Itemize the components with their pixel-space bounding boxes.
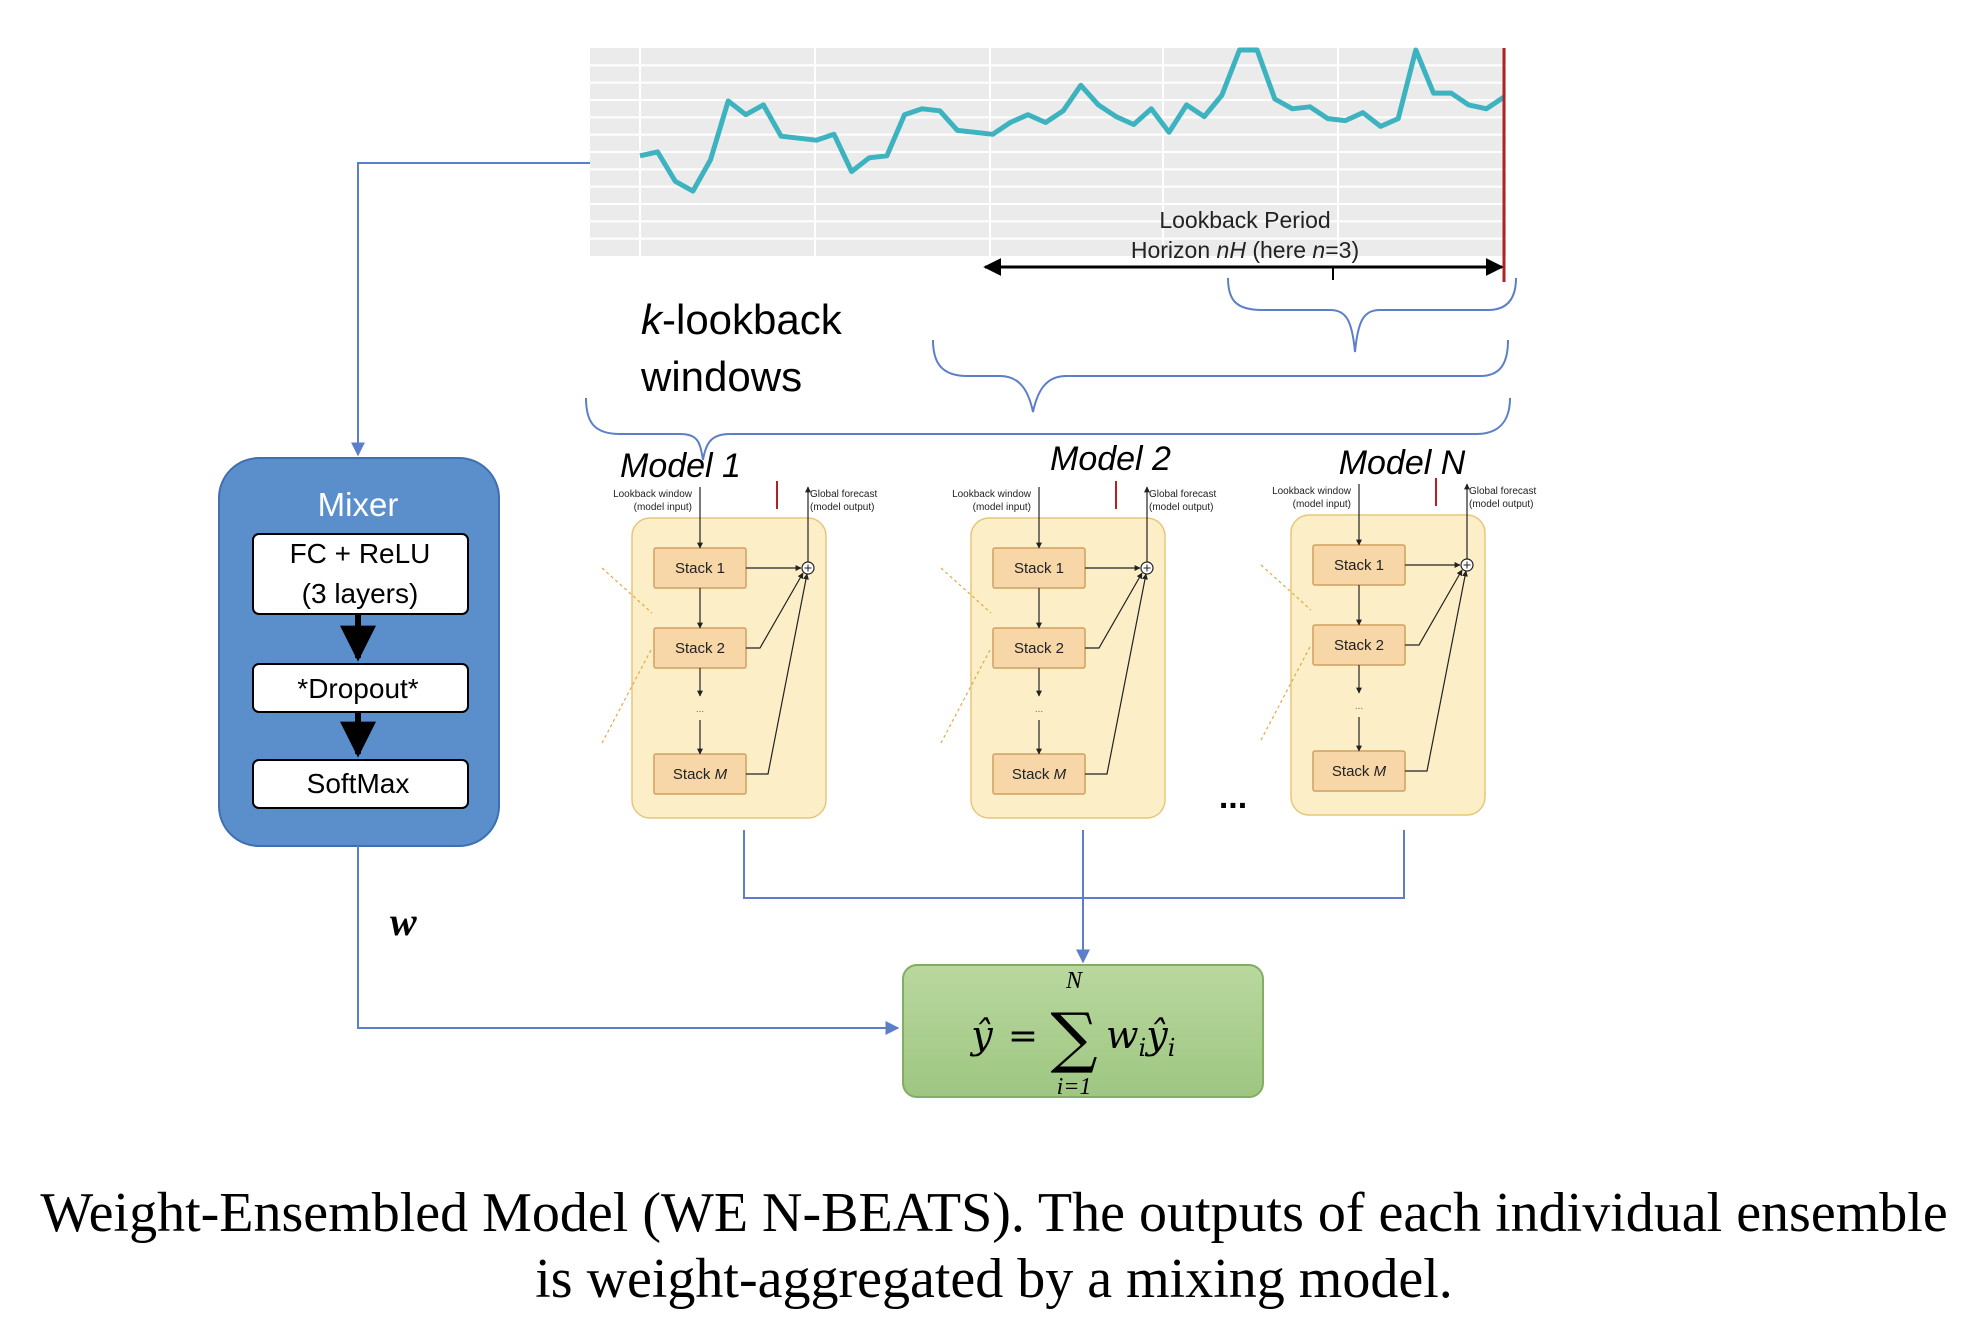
formula-sigma: ∑ [1050, 999, 1097, 1076]
stack-label: Stack 1 [675, 560, 725, 577]
stack-label: Stack 2 [1334, 637, 1384, 654]
model-1-output-connector [743, 830, 1405, 899]
input-label-line-2: (model input) [634, 502, 692, 513]
model-1: Model 1 Lookback window (model input) Globa… [601, 447, 877, 819]
formula-upper-limit: N [1065, 968, 1084, 994]
brace-window-3 [585, 397, 1511, 461]
stackm-to-sum [1085, 573, 1148, 775]
input-label-line-1: Lookback window [613, 489, 693, 500]
stack-label: Stack M [1332, 763, 1387, 780]
stack-label: Stack M [673, 766, 728, 783]
fc-relu-label: FC + ReLU [290, 538, 431, 569]
softmax-label: SoftMax [307, 768, 410, 799]
input-label-line-2: (model input) [973, 502, 1031, 513]
stack2-to-sum [1085, 572, 1143, 649]
mixer-title: Mixer [318, 486, 399, 523]
block-expansion-line [1260, 564, 1312, 611]
block-expansion-line [940, 567, 992, 614]
stack-label: Stack M [1012, 766, 1067, 783]
stack-label: Stack 2 [675, 640, 725, 657]
input-label-line-2: (model input) [1293, 499, 1351, 510]
lookback-braces [585, 277, 1517, 461]
stack-label: Stack 2 [1014, 640, 1064, 657]
formula-yhat: ŷ [969, 1013, 993, 1057]
block-expansion-line [601, 567, 653, 614]
brace-window-2 [932, 339, 1509, 413]
models: Model 1 Lookback window (model input) Globa… [601, 440, 1536, 819]
series-line [639, 47, 1506, 194]
chart-gridlines [590, 48, 1506, 256]
models-ellipsis: ... [1219, 778, 1247, 816]
stack2-to-sum [746, 572, 804, 649]
dropout-label: *Dropout* [297, 673, 419, 704]
windows-label: windows [640, 353, 802, 400]
chart-to-mixer-connector [351, 162, 590, 457]
models-to-formula-connectors [743, 830, 1405, 964]
k-lookback-label: k-lookback [641, 296, 843, 343]
caption-line-1: Weight-Ensembled Model (WE N-BEATS). The… [40, 1182, 1948, 1244]
weight-label: w [390, 899, 417, 944]
brace-window-1 [1227, 277, 1517, 353]
output-label-line-1: Global forecast [810, 489, 877, 500]
model-label: Model N [1339, 444, 1466, 482]
input-label-line-1: Lookback window [952, 489, 1032, 500]
output-label-line-2: (model output) [810, 502, 874, 513]
model-label: Model 1 [620, 447, 741, 485]
stack2-to-sum [1405, 569, 1463, 646]
fc-layers-label: (3 layers) [302, 578, 419, 609]
softmax-box [252, 759, 469, 809]
output-label-line-2: (model output) [1469, 499, 1533, 510]
formula-lower-limit: i=1 [1057, 1074, 1092, 1100]
mixer-to-formula-connector [357, 846, 900, 1035]
model-3: Model N Lookback window (model input) Globa… [1260, 444, 1536, 816]
formula-box [902, 964, 1264, 1098]
mixer-block: Mixer FC + ReLU (3 layers) *Dropout* Sof… [218, 457, 500, 847]
figure-caption: Weight-Ensembled Model (WE N-BEATS). The… [0, 1180, 1988, 1312]
stack-dots: ... [1035, 704, 1043, 715]
model-2: Model 2 Lookback window (model input) Globa… [940, 440, 1216, 819]
stackm-to-sum [746, 573, 809, 775]
formula-term: wiŷi [1106, 1013, 1175, 1062]
model-label: Model 2 [1050, 440, 1171, 478]
stack-label: Stack 1 [1014, 560, 1064, 577]
formula-equals: = [1008, 1016, 1038, 1057]
output-label-line-1: Global forecast [1469, 486, 1536, 497]
horizon-label: Horizon nH (here n=3) [1131, 237, 1359, 263]
stackm-to-sum [1405, 570, 1468, 772]
stack-dots: ... [696, 704, 704, 715]
caption-line-2: is weight-aggregated by a mixing model. [535, 1248, 1453, 1310]
output-label-line-1: Global forecast [1149, 489, 1216, 500]
aggregation-formula: ŷ = ∑ N i=1 wiŷi [902, 964, 1264, 1100]
stack-dots: ... [1355, 701, 1363, 712]
stack-label: Stack 1 [1334, 557, 1384, 574]
lookback-period-label: Lookback Period [1159, 207, 1330, 233]
output-label-line-2: (model output) [1149, 502, 1213, 513]
input-label-line-1: Lookback window [1272, 486, 1352, 497]
time-series-chart: Lookback Period Horizon nH (here n=3) [590, 47, 1506, 282]
